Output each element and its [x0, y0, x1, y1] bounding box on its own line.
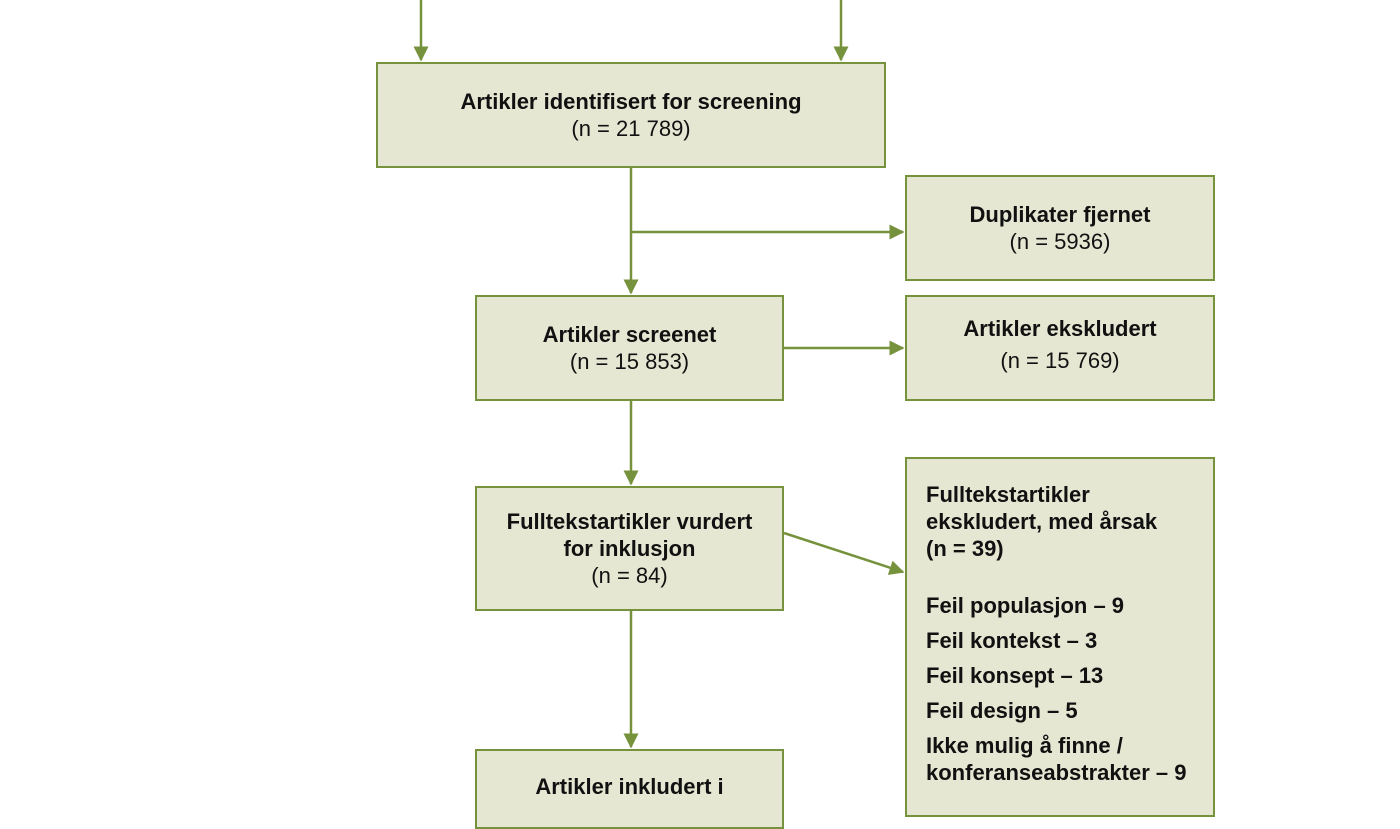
screened-title: Artikler screenet [542, 322, 717, 347]
fulltext-title-line1: Fulltekstartikler vurdert [506, 509, 753, 534]
duplicates-count: (n = 5936) [1009, 229, 1111, 254]
exclusion-reason: Feil kontekst – 3 [926, 628, 1098, 653]
fulltext-excluded-box: Fulltekstartikler ekskludert, med årsak … [905, 457, 1215, 817]
fulltext-count: (n = 84) [591, 563, 668, 588]
included-box: Artikler inkludert i [475, 749, 784, 829]
screened-box: Artikler screenet (n = 15 853) [475, 295, 784, 401]
fulltext-title-line2: for inklusjon [563, 536, 696, 561]
fulltext-excluded-title-line1: Fulltekstartikler [926, 482, 1090, 507]
identified-box: Artikler identifisert for screening (n =… [376, 62, 886, 168]
excluded-box: Artikler ekskludert (n = 15 769) [905, 295, 1215, 401]
flow-connectors [413, 0, 905, 749]
excluded-count: (n = 15 769) [1000, 348, 1120, 373]
exclusion-reason: Feil populasjon – 9 [926, 593, 1125, 618]
exclusion-reason: Feil konsept – 13 [926, 663, 1104, 688]
fulltext-box: Fulltekstartikler vurdert for inklusjon … [475, 486, 784, 611]
excluded-title: Artikler ekskludert [963, 316, 1157, 341]
identified-count: (n = 21 789) [571, 116, 691, 141]
exclusion-reason: konferanseabstrakter – 9 [926, 760, 1187, 785]
fulltext-excluded-count: (n = 39) [926, 536, 1004, 561]
screened-count: (n = 15 853) [569, 349, 690, 374]
exclusion-reason: Feil design – 5 [926, 698, 1078, 723]
duplicates-box: Duplikater fjernet (n = 5936) [905, 175, 1215, 281]
exclusion-reason: Ikke mulig å finne / [926, 733, 1123, 758]
fulltext-excluded-title-line2: ekskludert, med årsak [926, 509, 1158, 534]
identified-title: Artikler identifisert for screening [460, 89, 802, 114]
included-title: Artikler inkludert i [535, 774, 724, 799]
duplicates-title: Duplikater fjernet [969, 202, 1151, 227]
arrow-fulltext-to-reasons [783, 531, 905, 575]
exclusion-reason-list: Feil populasjon – 9 Feil kontekst – 3 Fe… [926, 592, 1186, 794]
